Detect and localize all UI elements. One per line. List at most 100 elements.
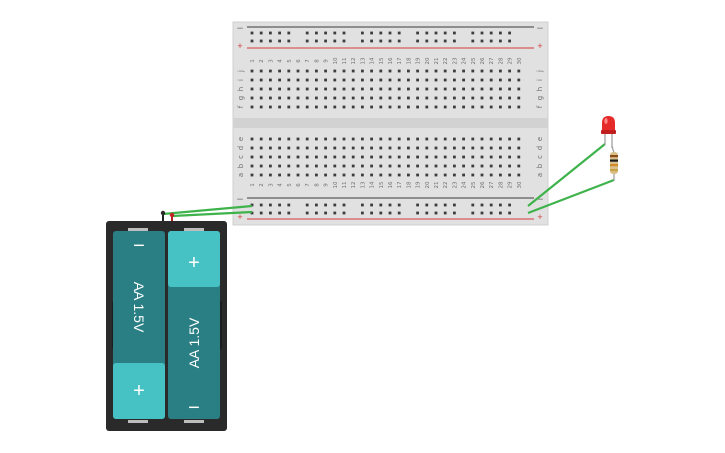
terminal-hole[interactable] (517, 69, 521, 73)
terminal-hole[interactable] (370, 146, 373, 150)
terminal-hole[interactable] (489, 96, 493, 100)
terminal-hole[interactable] (425, 87, 429, 91)
terminal-hole[interactable] (397, 137, 401, 141)
terminal-hole[interactable] (250, 173, 254, 177)
terminal-hole[interactable] (250, 137, 254, 141)
terminal-hole[interactable] (278, 164, 281, 168)
rail-hole[interactable] (499, 211, 502, 215)
rail-hole[interactable] (370, 203, 373, 207)
terminal-hole[interactable] (443, 173, 447, 177)
terminal-hole[interactable] (388, 164, 392, 168)
terminal-hole[interactable] (342, 146, 346, 150)
terminal-hole[interactable] (471, 78, 475, 82)
terminal-hole[interactable] (489, 155, 493, 159)
terminal-hole[interactable] (462, 146, 465, 150)
rail-hole[interactable] (434, 211, 438, 215)
rail-hole[interactable] (287, 211, 291, 215)
terminal-hole[interactable] (259, 164, 263, 168)
terminal-hole[interactable] (508, 69, 511, 73)
terminal-hole[interactable] (508, 96, 511, 100)
rail-hole[interactable] (305, 211, 309, 215)
terminal-hole[interactable] (351, 155, 355, 159)
terminal-hole[interactable] (453, 78, 456, 82)
terminal-hole[interactable] (351, 87, 355, 91)
terminal-hole[interactable] (397, 155, 401, 159)
rail-hole[interactable] (508, 31, 511, 35)
rail-hole[interactable] (315, 211, 318, 215)
terminal-hole[interactable] (517, 87, 521, 91)
terminal-hole[interactable] (499, 137, 502, 141)
terminal-hole[interactable] (499, 69, 502, 73)
terminal-hole[interactable] (462, 105, 465, 109)
terminal-hole[interactable] (287, 155, 291, 159)
terminal-hole[interactable] (480, 164, 484, 168)
terminal-hole[interactable] (305, 137, 309, 141)
rail-hole[interactable] (480, 39, 484, 43)
terminal-hole[interactable] (361, 164, 364, 168)
terminal-hole[interactable] (379, 96, 383, 100)
rail-hole[interactable] (397, 39, 401, 43)
rail-hole[interactable] (333, 39, 337, 43)
terminal-hole[interactable] (250, 96, 254, 100)
rail-hole[interactable] (361, 31, 364, 35)
rail-hole[interactable] (324, 203, 327, 207)
terminal-hole[interactable] (471, 155, 475, 159)
rail-hole[interactable] (259, 39, 263, 43)
rail-hole[interactable] (324, 211, 327, 215)
terminal-hole[interactable] (508, 137, 511, 141)
terminal-hole[interactable] (416, 105, 419, 109)
terminal-hole[interactable] (416, 96, 419, 100)
terminal-hole[interactable] (508, 164, 511, 168)
rail-hole[interactable] (278, 203, 281, 207)
terminal-hole[interactable] (434, 173, 438, 177)
terminal-hole[interactable] (425, 105, 429, 109)
terminal-hole[interactable] (499, 96, 502, 100)
terminal-hole[interactable] (397, 164, 401, 168)
terminal-hole[interactable] (324, 146, 327, 150)
terminal-hole[interactable] (508, 87, 511, 91)
rail-hole[interactable] (453, 39, 456, 43)
terminal-hole[interactable] (361, 96, 364, 100)
terminal-hole[interactable] (425, 173, 429, 177)
terminal-hole[interactable] (305, 96, 309, 100)
terminal-hole[interactable] (278, 105, 281, 109)
terminal-hole[interactable] (361, 69, 364, 73)
rail-hole[interactable] (269, 39, 272, 43)
rail-hole[interactable] (453, 203, 456, 207)
terminal-hole[interactable] (397, 78, 401, 82)
rail-hole[interactable] (489, 211, 493, 215)
terminal-hole[interactable] (305, 164, 309, 168)
terminal-hole[interactable] (462, 155, 465, 159)
terminal-hole[interactable] (351, 173, 355, 177)
terminal-hole[interactable] (278, 96, 281, 100)
rail-hole[interactable] (443, 211, 447, 215)
rail-hole[interactable] (278, 31, 281, 35)
rail-hole[interactable] (416, 211, 419, 215)
terminal-hole[interactable] (407, 96, 410, 100)
terminal-hole[interactable] (462, 164, 465, 168)
terminal-hole[interactable] (333, 164, 337, 168)
terminal-hole[interactable] (269, 96, 272, 100)
terminal-hole[interactable] (305, 105, 309, 109)
terminal-hole[interactable] (425, 146, 429, 150)
terminal-hole[interactable] (259, 137, 263, 141)
rail-hole[interactable] (508, 39, 511, 43)
rail-hole[interactable] (471, 39, 475, 43)
rail-hole[interactable] (269, 31, 272, 35)
rail-hole[interactable] (434, 31, 438, 35)
rail-hole[interactable] (342, 39, 346, 43)
terminal-hole[interactable] (287, 69, 291, 73)
rail-hole[interactable] (443, 203, 447, 207)
terminal-hole[interactable] (287, 105, 291, 109)
wire-led-anode[interactable] (527, 143, 606, 207)
terminal-hole[interactable] (250, 164, 254, 168)
terminal-hole[interactable] (407, 146, 410, 150)
terminal-hole[interactable] (269, 78, 272, 82)
terminal-hole[interactable] (517, 105, 521, 109)
terminal-hole[interactable] (278, 69, 281, 73)
terminal-hole[interactable] (333, 105, 337, 109)
terminal-hole[interactable] (333, 173, 337, 177)
terminal-hole[interactable] (471, 173, 475, 177)
terminal-hole[interactable] (416, 164, 419, 168)
terminal-hole[interactable] (434, 105, 438, 109)
